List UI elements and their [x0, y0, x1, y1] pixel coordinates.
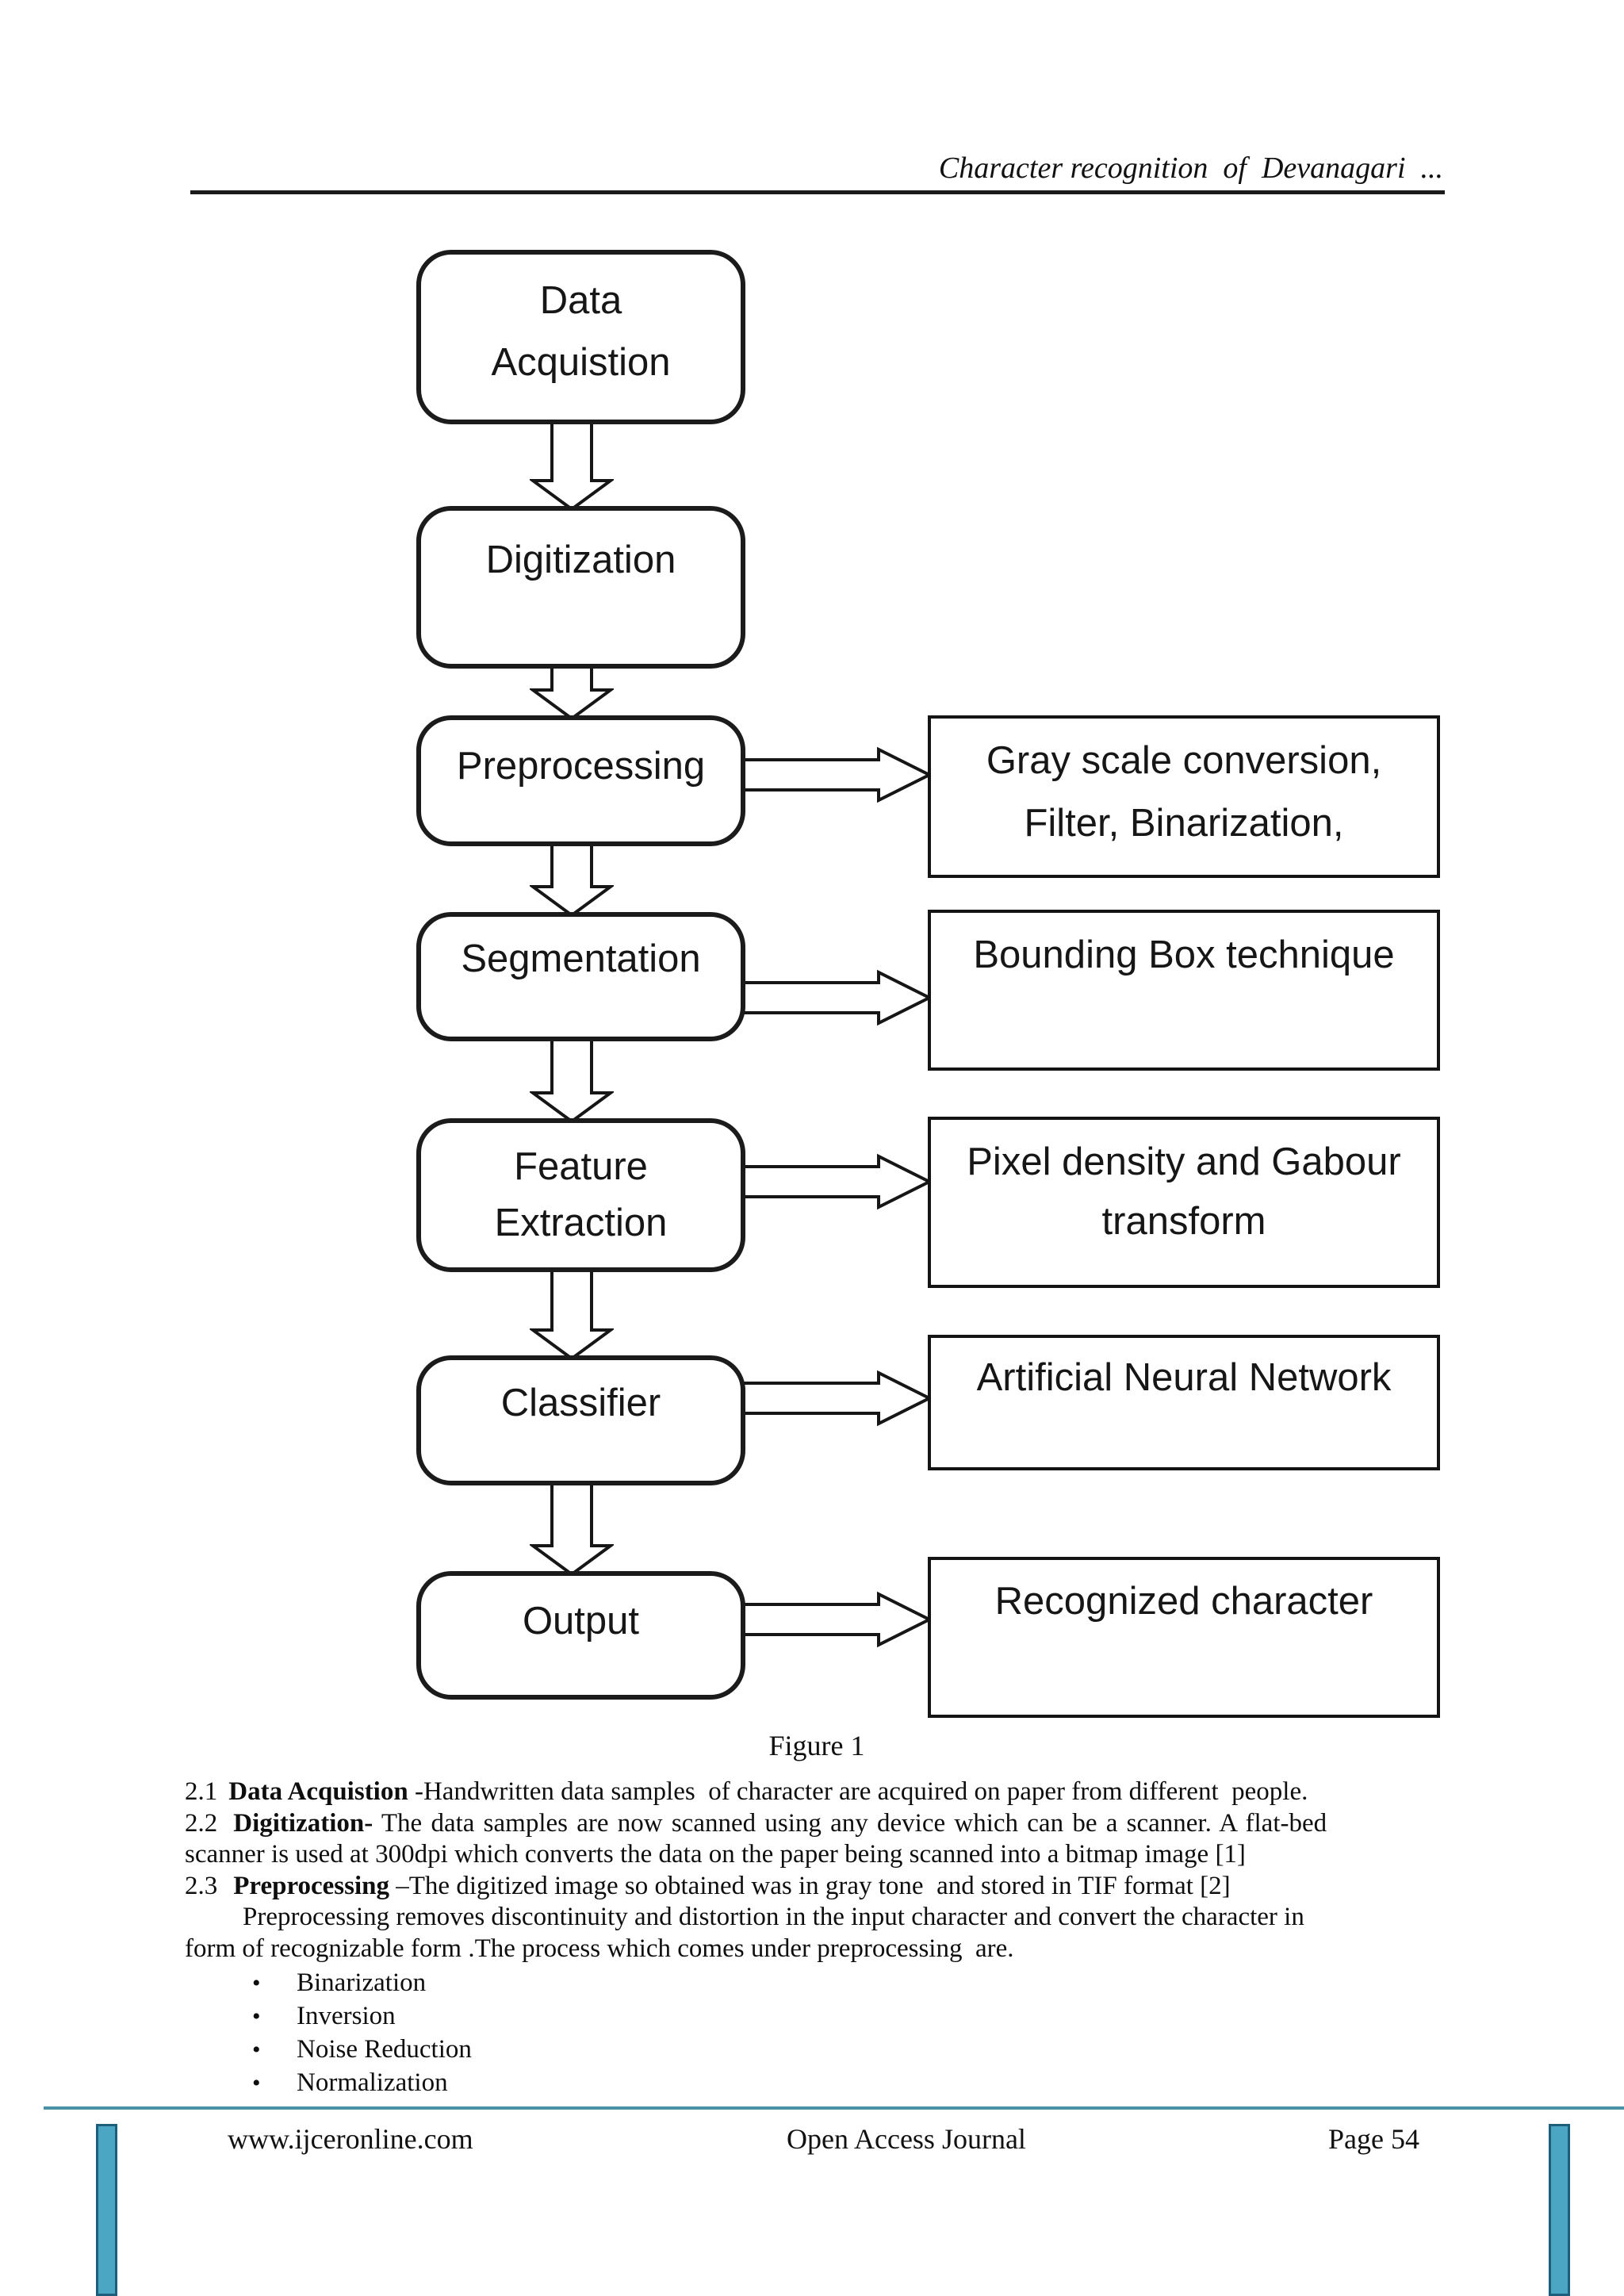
detail-label-line: Bounding Box technique	[973, 933, 1395, 976]
footer-bar-left	[96, 2124, 117, 2296]
figure-caption: Figure 1	[768, 1730, 865, 1761]
list-item-label: Inversion	[297, 2002, 396, 2030]
detail-box-feature-methods: Pixel density and Gabour transform	[928, 1117, 1440, 1288]
right-arrow-icon	[741, 1153, 931, 1210]
page-header-title: Character recognition of Devanagari ...	[938, 151, 1443, 185]
stage-box-segmentation: Segmentation	[416, 912, 745, 1041]
stage-label-line: Classifier	[500, 1382, 661, 1424]
footer-site-url: www.ijceronline.com	[228, 2123, 473, 2155]
stage-label-line: Extraction	[494, 1202, 668, 1244]
section-2-2-line2: scanner is used at 300dpi which converts…	[185, 1840, 1246, 1869]
section-number: 2.2	[185, 1808, 218, 1838]
list-item-label: Noise Reduction	[297, 2035, 472, 2064]
stage-label-line: Data	[539, 279, 622, 322]
down-arrow-icon	[530, 1481, 614, 1576]
section-number: 2.1	[185, 1777, 218, 1806]
stage-label-line: Segmentation	[461, 937, 701, 980]
detail-box-classifier-method: Artificial Neural Network	[928, 1335, 1440, 1470]
bullet-icon: •	[252, 2037, 261, 2063]
list-item: • Normalization	[252, 2066, 472, 2099]
stage-box-feature-extraction: Feature Extraction	[416, 1118, 745, 1272]
header-rule	[190, 190, 1445, 194]
detail-box-output-result: Recognized character	[928, 1557, 1440, 1718]
stage-label-line: Output	[522, 1600, 640, 1642]
section-text: The data samples are now scanned using a…	[373, 1808, 1327, 1838]
right-arrow-icon	[741, 746, 931, 803]
right-arrow-icon	[741, 1591, 931, 1648]
section-heading: Preprocessing	[233, 1871, 390, 1900]
list-item-label: Normalization	[297, 2068, 448, 2097]
section-2-2: 2.2 Digitization- The data samples are no…	[185, 1808, 1446, 1840]
footer-bar-right	[1549, 2124, 1570, 2296]
detail-label-line: transform	[1101, 1200, 1266, 1243]
stage-box-data-acquisition: Data Acquistion	[416, 250, 745, 424]
list-item: • Binarization	[252, 1966, 472, 1999]
section-heading: Digitization-	[233, 1808, 373, 1838]
section-2-1: 2.1 Data Acquistion -Handwritten data sam…	[185, 1777, 1446, 1808]
bullet-icon: •	[252, 1970, 261, 1996]
bullet-icon: •	[252, 2070, 261, 2096]
footer-page-number: Page 54	[1328, 2123, 1419, 2155]
detail-box-segmentation-method: Bounding Box technique	[928, 910, 1440, 1071]
bullet-icon: •	[252, 2003, 261, 2030]
detail-label-line: Artificial Neural Network	[976, 1356, 1392, 1399]
detail-box-preprocessing-methods: Gray scale conversion, Filter, Binarizat…	[928, 715, 1440, 878]
stage-box-output: Output	[416, 1571, 745, 1700]
stage-label-line: Preprocessing	[456, 745, 706, 788]
section-2-3-line3: form of recognizable form .The process w…	[185, 1934, 1014, 1963]
list-item: • Noise Reduction	[252, 2033, 472, 2066]
detail-label-line: Recognized character	[994, 1580, 1373, 1623]
footer-journal-name: Open Access Journal	[787, 2123, 1026, 2155]
right-arrow-icon	[741, 969, 931, 1026]
down-arrow-icon	[530, 1037, 614, 1123]
detail-label-line: Gray scale conversion,	[986, 739, 1382, 782]
down-arrow-icon	[530, 841, 614, 917]
section-text: –The digitized image so obtained was in …	[389, 1871, 1231, 1900]
down-arrow-icon	[530, 664, 614, 720]
section-text: -Handwritten data samples of character a…	[408, 1777, 1308, 1806]
down-arrow-icon	[530, 1267, 614, 1360]
stage-label-line: Digitization	[485, 539, 676, 581]
detail-label-line: Pixel density and Gabour	[967, 1140, 1401, 1183]
detail-label-line: Filter, Binarization,	[1024, 802, 1344, 845]
stage-label-line: Acquistion	[491, 341, 671, 384]
stage-label-line: Feature	[514, 1145, 648, 1188]
stage-box-classifier: Classifier	[416, 1355, 745, 1485]
right-arrow-icon	[741, 1370, 931, 1427]
stage-box-preprocessing: Preprocessing	[416, 715, 745, 846]
list-item: • Inversion	[252, 1999, 472, 2033]
footer-rule	[44, 2106, 1624, 2110]
section-2-3: 2.3 Preprocessing –The digitized image so…	[185, 1871, 1446, 1903]
body-text: 2.1 Data Acquistion -Handwritten data sam…	[185, 1777, 1446, 1964]
list-item-label: Binarization	[297, 1968, 427, 1997]
down-arrow-icon	[530, 420, 614, 511]
stage-box-digitization: Digitization	[416, 506, 745, 669]
section-heading: Data Acquistion	[228, 1777, 408, 1806]
section-2-3-line2: Preprocessing removes discontinuity and …	[243, 1903, 1304, 1931]
section-number: 2.3	[185, 1871, 218, 1900]
bullet-list: • Binarization • Inversion • Noise Reductio…	[252, 1966, 472, 2099]
